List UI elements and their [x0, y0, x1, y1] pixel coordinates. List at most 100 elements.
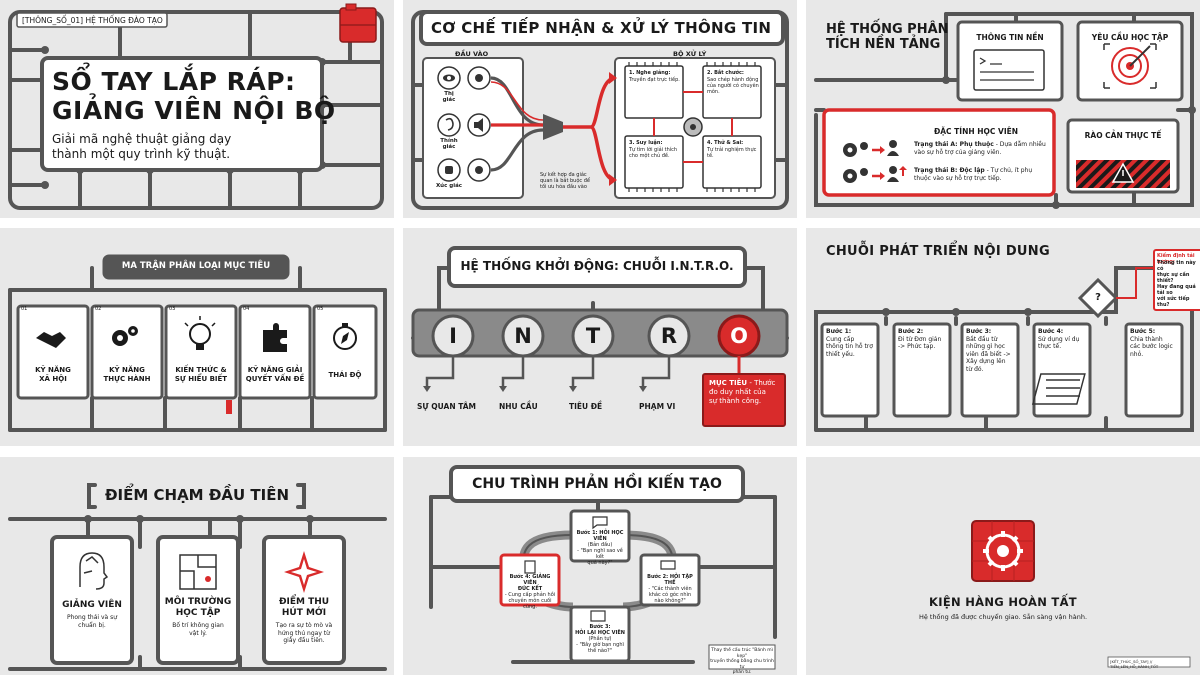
- label-need: NHU CẦU: [499, 402, 538, 411]
- document-icon: [524, 560, 536, 574]
- label-scope: PHẠM VI: [639, 402, 676, 411]
- panel-package-complete: KIỆN HÀNG HOÀN TẤT Hệ thống đã được chuy…: [806, 457, 1200, 675]
- panel-first-touchpoint: ĐIỂM CHẠM ĐẦU TIÊN GIẢNG VIÊN Phong thái…: [0, 457, 394, 675]
- question-bubble-icon: [592, 516, 608, 530]
- load-check-head: Kiểm định tải lượng:: [1157, 253, 1195, 265]
- red-cube-icon: [339, 3, 377, 43]
- review-icon: [590, 610, 606, 622]
- chip2-head: 2. Bắt chước:: [707, 70, 744, 76]
- cover-title-line1: SỔ TAY LẮP RÁP:: [52, 67, 296, 96]
- panel-intro-sequence: HỆ THỐNG KHỞI ĐỘNG: CHUỖI I.N.T.R.O. I N…: [403, 228, 797, 446]
- item-knowledge: KIẾN THỨC &SỰ HIỂU BIẾT: [174, 366, 228, 383]
- chip3-body: Tự tìm lời giải thích cho một chủ đề.: [629, 147, 678, 159]
- panel4-title: MA TRẬN PHÂN LOẠI MỤC TIÊU: [121, 261, 271, 271]
- panel-feedback-cycle: CHU TRÌNH PHẢN HỒI KIẾN TẠO Bước 1: HỎI …: [403, 457, 797, 675]
- gear-icon: [843, 142, 868, 157]
- panel6-title: CHUỖI PHÁT TRIỂN NỘI DUNG: [826, 244, 1050, 259]
- gear-icon: [843, 168, 868, 183]
- compass-icon: [333, 323, 357, 350]
- panel-goal-matrix: MA TRẬN PHÂN LOẠI MỤC TIÊU 01 02 03 04 0…: [0, 228, 394, 446]
- item-num-02: 02: [95, 306, 102, 312]
- panel9-footer: [KẾT_THÚC_SỐ_TAY] // TIẾN_LÊN_HỖ_HÀNH_TỐ…: [1110, 659, 1159, 669]
- lightbulb-icon: [184, 316, 216, 350]
- panel8-title: CHU TRÌNH PHẢN HỒI KIẾN TẠO: [472, 476, 722, 492]
- cover-title-line2: GIẢNG VIÊN NỘI BỘ: [52, 96, 336, 125]
- node-step3: Bước 3:HỎI LẠI HỌC VIÊN(Phần tự)- "Bây g…: [575, 624, 625, 654]
- letter-o: O: [730, 324, 748, 348]
- feedback-cycle-diagram: [429, 465, 777, 670]
- panel2-title: CƠ CHẾ TIẾP NHẬN & XỬ LÝ THÔNG TIN: [431, 19, 772, 37]
- panel-content-development: CHUỖI PHÁT TRIỂN NỘI DUNG ? Kiểm định tả…: [806, 228, 1200, 446]
- cover-subtitle-line1: Giải mã nghệ thuật giảng dạy: [52, 132, 232, 146]
- letter-i: I: [449, 324, 457, 348]
- spark-star-icon: [284, 551, 324, 593]
- spec-tag: [THÔNG_SỐ_01] HỆ THỐNG ĐÀO TẠO: [22, 16, 163, 25]
- content-chain-diagram: [814, 249, 1200, 432]
- item-num-01: 01: [21, 306, 28, 312]
- panel-information-processing: CƠ CHẾ TIẾP NHẬN & XỬ LÝ THÔNG TIN ĐẦU V…: [403, 0, 797, 218]
- input-label: ĐẦU VÀO: [455, 50, 489, 58]
- sandwich-note: Thay thế cấu trúc "Bánh mì kẹp"truyền th…: [710, 648, 774, 675]
- item-num-03: 03: [169, 306, 176, 312]
- package-graphic: [971, 520, 1191, 668]
- sense-label-touch: Xúc giác: [435, 183, 463, 189]
- processing-diagram: [411, 10, 789, 210]
- item-attitude: THÁI ĐỘ: [328, 371, 362, 379]
- red-valve-icon: [226, 400, 232, 414]
- sprue-frame-graphic: [8, 3, 384, 210]
- card-learning-requirements: YÊU CẦU HỌC TẬP: [1091, 33, 1169, 42]
- label-interest: SỰ QUAN TÂM: [417, 402, 477, 411]
- target-icon: [1103, 43, 1157, 89]
- panel-assembly-manual-cover: [THÔNG_SỐ_01] HỆ THỐNG ĐÀO TẠO SỔ TAY LẮ…: [0, 0, 394, 218]
- sprue-kit-icon: [1031, 373, 1086, 405]
- state-b-text: Trạng thái B: Độc lập - Tự chủ, ít phụ t…: [914, 167, 1033, 182]
- card-real-barriers: RÀO CẢN THỰC TẾ: [1084, 131, 1162, 140]
- sense-label-hearing: Thính giác: [440, 138, 458, 150]
- panel-foundation-analysis: HỆ THỐNG PHÂN TÍCH NỀN TẢNG THÔNG TIN NỀ…: [806, 0, 1200, 218]
- chip1-head: 1. Nghe giảng:: [629, 70, 671, 76]
- card-learner-traits-title: ĐẶC TÍNH HỌC VIÊN: [933, 127, 1019, 136]
- item-num-05: 05: [317, 306, 324, 312]
- document-icon: [973, 49, 1045, 91]
- letter-t: T: [585, 324, 601, 348]
- person-icon: [887, 166, 907, 182]
- touchpoint-diagram: [8, 483, 387, 671]
- sense-label-sight: Thị giác: [442, 91, 456, 103]
- card-instructor-title: GIẢNG VIÊN: [62, 600, 122, 610]
- state-a-text: Trạng thái A: Phụ thuộc - Dựa dẫm nhiều …: [914, 141, 1046, 156]
- goal-matrix-diagram: [8, 254, 387, 432]
- package-gear-icon: [971, 520, 1035, 582]
- chip3-head: 3. Suy luận:: [629, 140, 663, 146]
- panel5-title: HỆ THỐNG KHỞI ĐỘNG: CHUỖI I.N.T.R.O.: [460, 259, 734, 273]
- chip2-body: Sao chép hành động của người có chuyên m…: [707, 77, 759, 95]
- label-title: TIÊU ĐỀ: [569, 402, 603, 411]
- step2: Bước 2:Đi từ Đơn giản-> Phức tạp.: [898, 328, 942, 350]
- panel3-title-line1: HỆ THỐNG PHÂN: [826, 22, 949, 37]
- decision-question-mark: ?: [1095, 292, 1101, 303]
- group-chat-icon: [660, 560, 676, 570]
- card-background-info: THÔNG TIN NỀN: [976, 33, 1044, 42]
- panel3-title-line2: TÍCH NỀN TẢNG: [826, 37, 941, 52]
- letter-r: R: [660, 324, 678, 348]
- person-icon: [887, 140, 899, 156]
- chip1-body: Truyền đạt trực tiếp.: [629, 77, 680, 83]
- multisense-note: Sự kết hợp đa giác quan là bắt buộc để t…: [540, 172, 590, 190]
- analysis-diagram: [814, 12, 1196, 209]
- panel9-subtitle: Hệ thống đã được chuyển giao. Sẵn sàng v…: [918, 613, 1088, 621]
